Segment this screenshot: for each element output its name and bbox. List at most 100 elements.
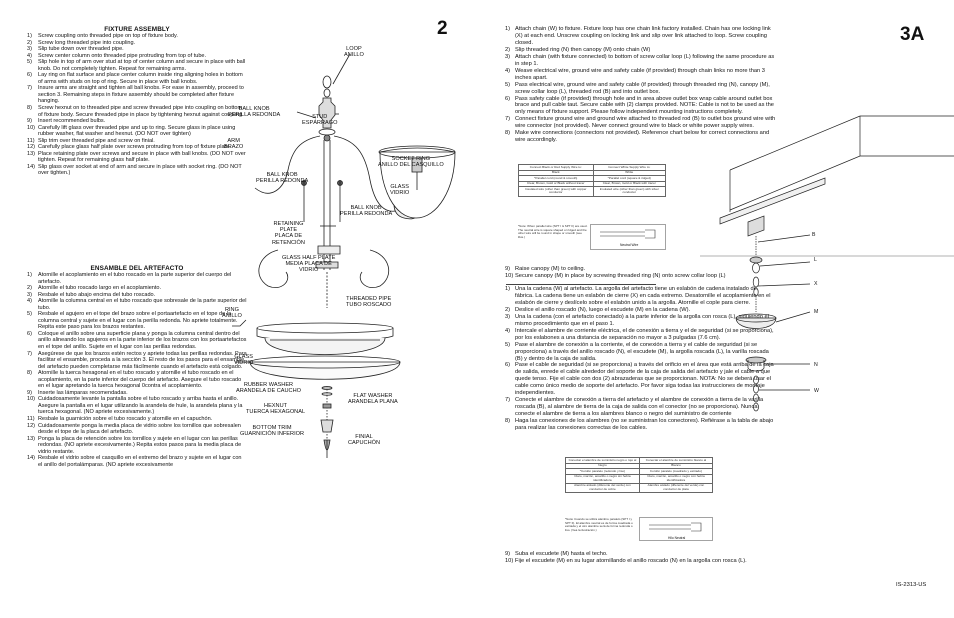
hanging-steps2-es: 9)Suba el escudete (M) hasta el techo.10… (505, 551, 795, 565)
step-item: 10)Carefully lift glass over threaded pi… (27, 125, 247, 138)
fixture-assembly-es: ENSAMBLE DEL ARTEFACTO 1)Atornille el ac… (27, 265, 247, 468)
step-number: 12) (27, 144, 36, 151)
step-number: 3) (505, 313, 511, 320)
step-text: Conecte el alambre de conexión a tierra … (515, 397, 764, 418)
step-number: 12) (27, 422, 36, 429)
step-number: 7) (505, 397, 511, 404)
fixture-assembly-heading: FIXTURE ASSEMBLY (104, 26, 170, 33)
table-cell: Insulated wire (other than green) with c… (518, 186, 594, 197)
hanging-es: 1) Una la cadena (W) al artefacto. La arg… (505, 286, 777, 432)
step-text: Haga las conexiones de los alambres (no … (515, 418, 774, 432)
step-item: 9)Suba el escudete (M) hasta el techo. (505, 551, 795, 558)
label-retaining-plate: RETAINING PLATE PLACA DE RETENCIÓN (272, 221, 305, 246)
step-text: Attach chain (with fixture connected) to… (515, 53, 775, 67)
step-text: Resbale el vidrio sobre el casquillo en … (38, 455, 242, 468)
step-item: 11)Resbale la guarnición sobre el tubo r… (27, 416, 247, 423)
step-item: 2)Slip threaded ring (N) then canopy (M)… (505, 47, 777, 54)
label-threaded-pipe: THREADED PIPE TUBO ROSCADO (346, 296, 392, 309)
connection-table-en: Connect Black or Red Supply Wire to:Conn… (518, 164, 667, 197)
table-row: Insulated wire (other than green) with c… (518, 186, 667, 197)
step-text: Raise canopy (M) to ceiling. (515, 266, 586, 272)
step-text: Cuidadosamente ponga la media placa de v… (38, 422, 241, 436)
step-number: 3) (27, 46, 32, 53)
section-divider (506, 284, 656, 285)
step-number: 4) (505, 67, 511, 74)
step-number: 6) (505, 95, 511, 102)
step-item: 1) Una la cadena (W) al artefacto. La arg… (505, 286, 777, 307)
step-number: 6) (27, 330, 32, 337)
step-number: 9) (27, 118, 32, 125)
table-cell: Alambre aislado (diferente del verde) co… (565, 482, 640, 494)
label-bottom-trim: BOTTOM TRIM GUARNICIÓN INFERIOR (240, 425, 305, 438)
step-text: Intercale el alambre de corriente eléctr… (515, 327, 774, 341)
step-item: 10)Secure canopy (M) in place by screwin… (505, 273, 745, 280)
step-item: 14)Resbale el vidrio sobre el casquillo … (27, 455, 247, 468)
hanging-en: 1)Attach chain (W) to fixture. Fixture l… (505, 26, 777, 144)
fixture-exploded-diagram (232, 53, 456, 458)
step-number: 11) (27, 416, 35, 423)
letter-n: N (814, 362, 818, 368)
step-item: 2)Screw long threaded pipe into coupling… (27, 40, 247, 47)
step-number: 1) (505, 286, 511, 292)
step-item: 8)Screw hexnut on to threaded pipe and s… (27, 105, 247, 118)
step-number: 9) (505, 266, 511, 272)
step-text: Weave electrical wire, ground wire and s… (515, 67, 765, 81)
hanging-steps-es: 1) Una la cadena (W) al artefacto. La arg… (505, 286, 777, 432)
step-item: 9) Raise canopy (M) to ceiling. (505, 266, 745, 273)
step-item: 1)Screw coupling onto threaded pipe on t… (27, 33, 247, 40)
fixture-assembly-en: FIXTURE ASSEMBLY 1)Screw coupling onto t… (27, 26, 247, 177)
step-text: Una la cadena (W) al artefacto. La argol… (515, 286, 771, 306)
step-number: 13) (27, 150, 36, 157)
step-item: 9)Inserte las lámparas recomendadas. (27, 390, 247, 397)
step-number: 1) (27, 33, 32, 39)
step-item: 9)Insert recommended bulbs. (27, 118, 247, 125)
step-number: 13) (27, 435, 36, 442)
step-item: 6)Coloque el anillo sobre una superficie… (27, 331, 247, 351)
step-text: Atornille el tubo roscado largo en el ac… (38, 285, 162, 292)
step-text: Carefully lift glass over threaded pipe … (38, 124, 236, 138)
step-text: Pass electrical wire, ground wire and sa… (515, 81, 770, 95)
step-text: Pass safety cable (if provided) through … (515, 95, 774, 116)
label-socket-ring: SOCKET RING ANILLO DEL CASQUILLO (378, 156, 444, 169)
step-item: 4)Atornille la columna central en el tub… (27, 298, 247, 311)
step-number: 14) (27, 163, 36, 170)
letter-x: X (814, 281, 818, 287)
label-ring: RING ANILLO (222, 307, 242, 320)
label-stud: STUD ESPÁRRAGO (302, 114, 338, 127)
label-ball-knob-1: BALL KNOB PERILLA REDONDA (228, 106, 281, 119)
step-text: Screw hexnut on to threaded pipe and scr… (38, 105, 244, 118)
step-item: 6)Pase el cable de seguridad (si se prop… (505, 362, 777, 397)
step-item: 4)Screw center column onto threaded pipe… (27, 53, 247, 60)
step-number: 3) (505, 53, 511, 60)
step-text: Resbale el agujero en el tope del brazo … (38, 311, 238, 331)
step-item: 1)Attach chain (W) to fixture. Fixture l… (505, 26, 777, 47)
step-item: 6)Lay ring on flat surface and place cen… (27, 72, 247, 85)
step-item: 14)Slip glass over socket at end of arm … (27, 164, 247, 177)
step-text: Secure canopy (M) in place by screwing t… (515, 272, 726, 279)
step-text: Suba el escudete (M) hasta el techo. (515, 551, 608, 557)
label-ball-knob-2: BALL KNOB PERILLA REDONDA (256, 172, 309, 185)
letter-l: L (814, 257, 817, 263)
step-text: Insure arms are straight and tighten all… (38, 85, 244, 105)
step-item: 2)Deslice el anillo roscado (N), luego e… (505, 307, 777, 314)
step-item: 6) Pass safety cable (if provided) throug… (505, 96, 777, 117)
step-number: 8) (505, 418, 511, 425)
label-hexnut: HEXNUT TUERCA HEXAGONAL (246, 403, 306, 416)
step-number: 6) (27, 72, 32, 79)
table-header-row: Conectar el alambre de suministro negro … (565, 457, 714, 464)
step-text: Slip hole in top of arm over stud at top… (38, 59, 246, 72)
step-text: Deslice el anillo roscado (N), luego el … (515, 306, 691, 313)
step-number: 5) (505, 341, 511, 348)
step-text: Cuidadosamente levante la pantalla sobre… (38, 396, 243, 416)
step-item: 7)Asegúrese de que los brazos estén rect… (27, 351, 247, 371)
step-text: Atornille la tuerca hexagonal en el tubo… (38, 370, 242, 390)
step-number: 7) (27, 350, 32, 357)
hanging-diagram (700, 115, 954, 412)
step-text: Inserte las lámparas recomendadas. (38, 389, 128, 396)
label-glass-half-plate: GLASS HALF PLATE MEDIA PLACA DE VIDRIO (282, 255, 336, 274)
step-number: 5) (27, 311, 32, 318)
step-number: 5) (27, 59, 32, 66)
step-number: 14) (27, 455, 36, 462)
step-number: 2) (27, 285, 32, 292)
step-item: 8)Make wire connections (connectors not … (505, 130, 777, 144)
